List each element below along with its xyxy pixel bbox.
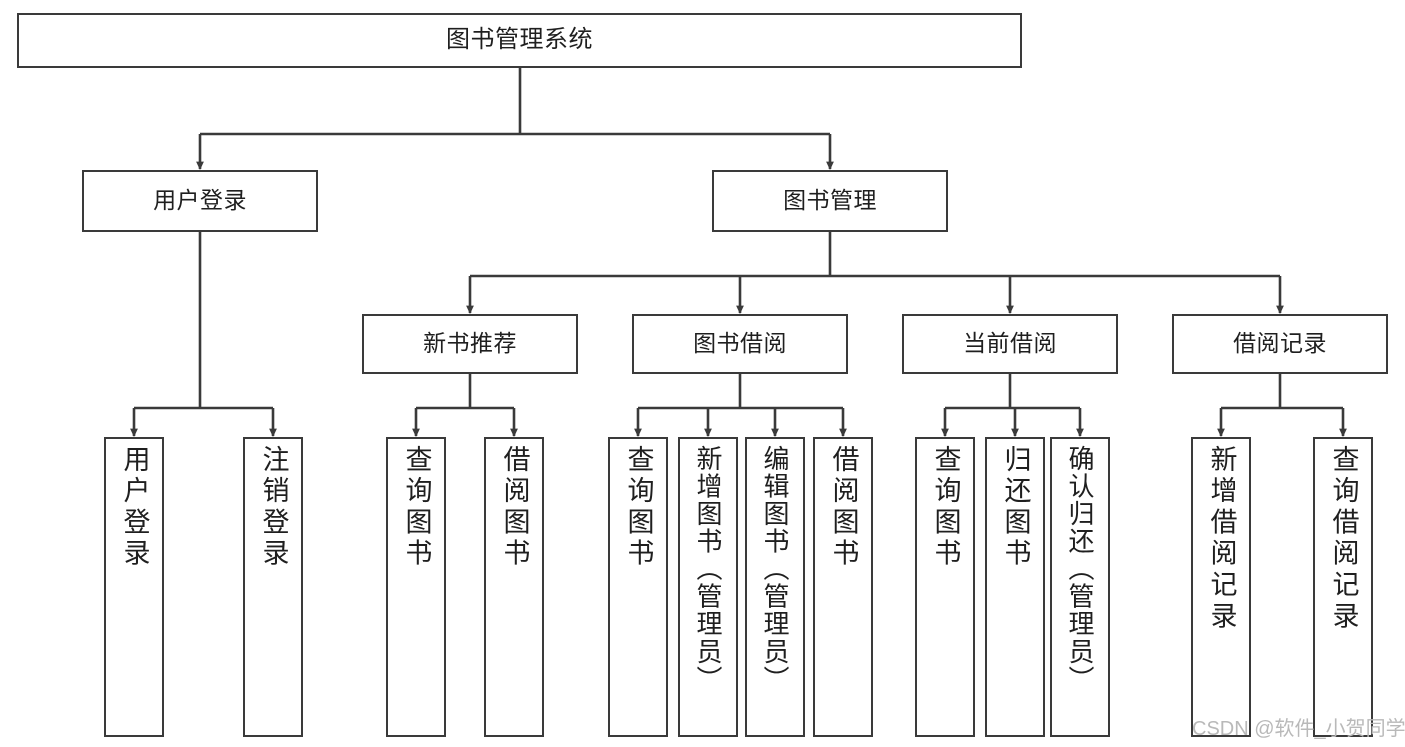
node-leaf-return-book[interactable]: 归还图书 (985, 437, 1045, 737)
node-borrow-record[interactable]: 借阅记录 (1172, 314, 1388, 374)
node-leaf-edit-book[interactable]: 编辑图书（管理员） (745, 437, 805, 737)
csdn-watermark: CSDN @软件_小贺同学 (1192, 718, 1405, 740)
node-label: 注销登录 (258, 445, 289, 571)
node-leaf-user-login[interactable]: 用户登录 (104, 437, 164, 737)
node-current-borrow[interactable]: 当前借阅 (902, 314, 1118, 374)
node-leaf-logout[interactable]: 注销登录 (243, 437, 303, 737)
node-label: 借阅图书 (499, 445, 530, 571)
node-label: 新增借阅记录 (1206, 445, 1237, 633)
node-label: 借阅图书 (828, 445, 859, 571)
node-new-book-rec[interactable]: 新书推荐 (362, 314, 578, 374)
node-leaf-add-book[interactable]: 新增图书（管理员） (678, 437, 738, 737)
node-label: 图书管理 (783, 187, 877, 214)
node-label: 新书推荐 (423, 330, 517, 357)
node-label: 查询图书 (930, 445, 961, 571)
node-label: 当前借阅 (963, 330, 1057, 357)
node-leaf-add-record[interactable]: 新增借阅记录 (1191, 437, 1251, 737)
node-book-manage[interactable]: 图书管理 (712, 170, 948, 232)
node-label: 新增图书（管理员） (693, 445, 723, 694)
node-leaf-borrow-book-2[interactable]: 借阅图书 (813, 437, 873, 737)
node-label: 查询借阅记录 (1328, 445, 1359, 633)
node-book-borrow[interactable]: 图书借阅 (632, 314, 848, 374)
node-label: 查询图书 (401, 445, 432, 571)
node-leaf-query-book-1[interactable]: 查询图书 (386, 437, 446, 737)
node-leaf-borrow-book-1[interactable]: 借阅图书 (484, 437, 544, 737)
node-label: 确认归还（管理员） (1065, 445, 1095, 694)
node-leaf-confirm-return[interactable]: 确认归还（管理员） (1050, 437, 1110, 737)
node-label: 图书借阅 (693, 330, 787, 357)
node-user-login[interactable]: 用户登录 (82, 170, 318, 232)
node-leaf-query-book-3[interactable]: 查询图书 (915, 437, 975, 737)
node-root[interactable]: 图书管理系统 (17, 13, 1022, 68)
node-label: 编辑图书（管理员） (760, 445, 790, 694)
node-label: 图书管理系统 (446, 26, 593, 54)
node-label: 借阅记录 (1233, 330, 1327, 357)
node-leaf-query-book-2[interactable]: 查询图书 (608, 437, 668, 737)
node-label: 查询图书 (623, 445, 654, 571)
node-label: 用户登录 (153, 187, 247, 214)
node-leaf-query-record[interactable]: 查询借阅记录 (1313, 437, 1373, 737)
node-label: 用户登录 (119, 445, 150, 571)
node-label: 归还图书 (1000, 445, 1031, 571)
